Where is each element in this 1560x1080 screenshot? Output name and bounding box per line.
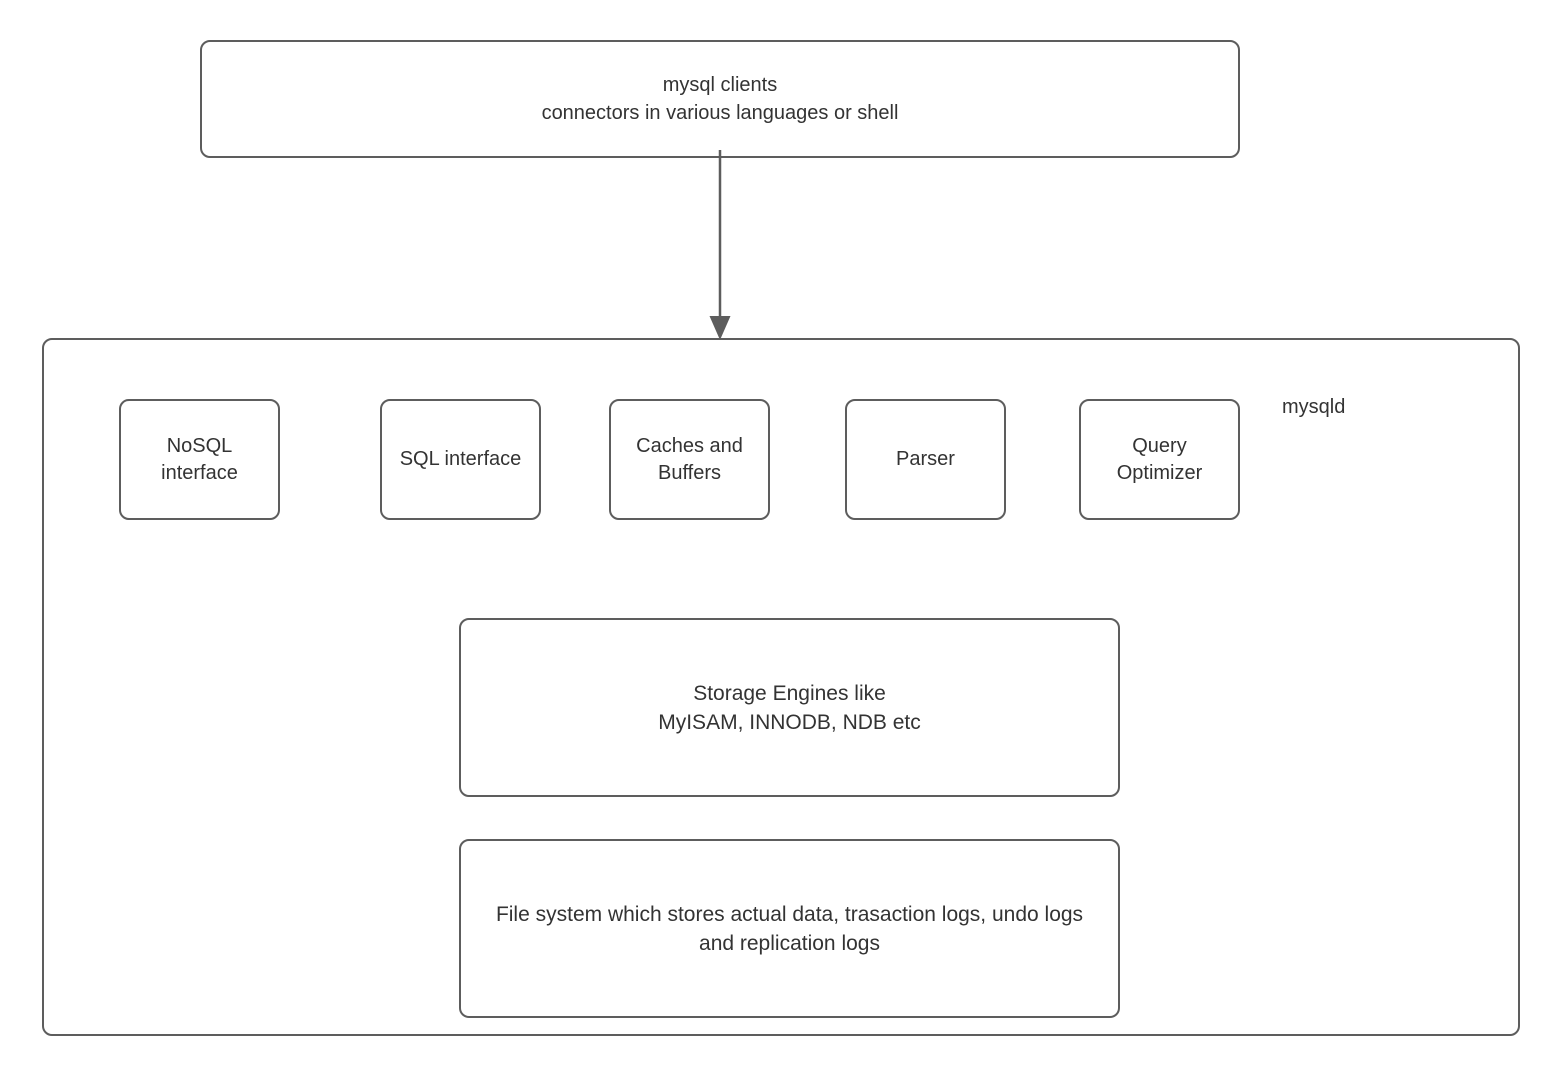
component-box-sql-interface[interactable]: SQL interface — [380, 399, 541, 520]
component-box-query-optimizer[interactable]: Query Optimizer — [1079, 399, 1240, 520]
component-label-nosql-interface: NoSQL interface — [161, 434, 238, 484]
component-label-query-optimizer: Query Optimizer — [1116, 434, 1203, 484]
mysql-clients-box[interactable]: mysql clients connectors in various lang… — [200, 40, 1240, 158]
component-box-parser[interactable]: Parser — [845, 399, 1006, 520]
filesystem-box[interactable]: File system which stores actual data, tr… — [459, 839, 1120, 1018]
mysqld-label: mysqld — [1282, 396, 1346, 418]
component-label-caches-and-buffers: Caches and Buffers — [636, 434, 743, 484]
component-box-caches-and-buffers[interactable]: Caches and Buffers — [609, 399, 770, 520]
component-label-parser: Parser — [896, 448, 955, 470]
mysql-clients-label: mysql clients connectors in various lang… — [541, 74, 899, 124]
component-label-sql-interface: SQL interface — [399, 448, 522, 470]
storage-engines-box[interactable]: Storage Engines like MyISAM, INNODB, NDB… — [459, 618, 1120, 797]
arrow-clients-to-mysqld-icon — [709, 150, 731, 340]
storage-engines-label: Storage Engines like MyISAM, INNODB, NDB… — [658, 681, 921, 734]
component-box-nosql-interface[interactable]: NoSQL interface — [119, 399, 280, 520]
filesystem-label: File system which stores actual data, tr… — [495, 902, 1084, 955]
